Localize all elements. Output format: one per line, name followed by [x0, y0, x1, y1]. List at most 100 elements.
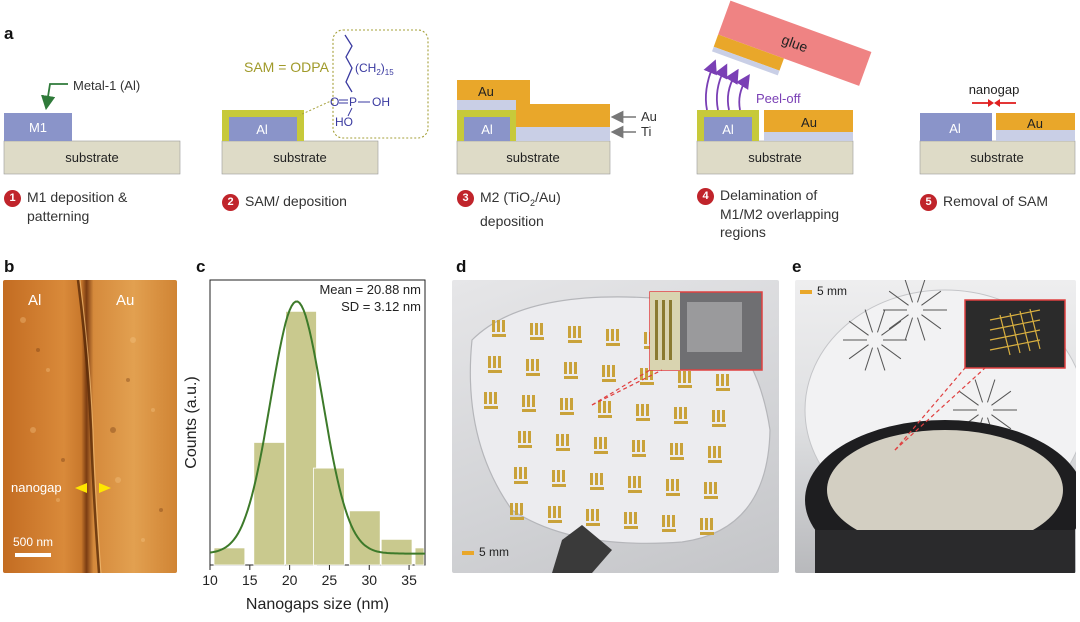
device-pad: [586, 523, 600, 526]
device-electrode: [670, 443, 673, 455]
sam-equation: SAM = ODPA: [244, 59, 330, 75]
scalebar-label-e: 5 mm: [817, 284, 847, 298]
device-electrode: [586, 509, 589, 521]
wafer-trace: [921, 314, 942, 330]
device-electrode: [548, 506, 551, 518]
device-electrode: [650, 368, 653, 380]
device-electrode: [492, 320, 495, 332]
device-electrode: [552, 470, 555, 482]
svg-text:Al: Al: [481, 122, 493, 137]
device-pad: [484, 406, 498, 409]
device-pad: [636, 418, 650, 421]
device-electrode: [558, 506, 561, 518]
panel-a-schematic: M1 substrate Metal-1 (Al) Al substrate S…: [3, 0, 1076, 175]
device-pad: [670, 457, 684, 460]
device-electrode: [599, 437, 602, 449]
device-electrode: [645, 368, 648, 380]
device-electrode: [553, 506, 556, 518]
device-pad: [522, 409, 536, 412]
svg-text:HO: HO: [335, 115, 353, 129]
x-tick-label: 20: [282, 572, 298, 588]
svg-text:substrate: substrate: [506, 150, 559, 165]
device-electrode: [526, 359, 529, 371]
device-electrode: [562, 470, 565, 482]
device-electrode: [514, 467, 517, 479]
x-tick-label: 10: [202, 572, 218, 588]
device-electrode: [726, 374, 729, 386]
device-electrode: [524, 467, 527, 479]
substrate-label-2: substrate: [273, 150, 326, 165]
device-electrode: [634, 512, 637, 524]
device-electrode: [528, 431, 531, 443]
x-tick-label: 30: [361, 572, 377, 588]
device-electrode: [683, 371, 686, 383]
device-electrode: [502, 320, 505, 332]
device-electrode: [598, 401, 601, 413]
device-electrode: [488, 356, 491, 368]
sd-annotation: SD = 3.12 nm: [341, 299, 421, 314]
panel-label-c: c: [196, 257, 206, 276]
device-electrode: [710, 518, 713, 530]
device-electrode: [522, 395, 525, 407]
device-electrode: [518, 431, 521, 443]
al-label-2: Al: [256, 122, 268, 137]
device-pad: [716, 388, 730, 391]
device-pad: [590, 487, 604, 490]
svg-text:Au: Au: [641, 109, 657, 124]
device-electrode: [489, 392, 492, 404]
histogram-bar: [285, 310, 317, 566]
device-electrode: [709, 482, 712, 494]
svg-text:Al: Al: [722, 122, 734, 137]
wafer-trace: [888, 314, 909, 330]
device-electrode: [721, 374, 724, 386]
device-electrode: [629, 512, 632, 524]
device-pad: [526, 373, 540, 376]
device-electrode: [531, 359, 534, 371]
metal1-label: Metal-1 (Al): [73, 78, 140, 93]
substrate-label-1: substrate: [65, 150, 118, 165]
device-electrode: [568, 326, 571, 338]
device-pad: [598, 415, 612, 418]
step1-diagram: M1 substrate Metal-1 (Al): [3, 78, 181, 175]
device-electrode: [717, 410, 720, 422]
wafer-trace: [986, 379, 996, 403]
device-electrode: [519, 467, 522, 479]
device-pad: [594, 451, 608, 454]
device-electrode: [704, 482, 707, 494]
device-electrode: [556, 434, 559, 446]
device-electrode: [712, 410, 715, 422]
panel-label-e: e: [792, 257, 802, 276]
device-electrode: [497, 320, 500, 332]
device-pad: [488, 370, 502, 373]
x-tick-label: 35: [401, 572, 417, 588]
wafer-trace: [848, 344, 869, 360]
device-electrode: [671, 479, 674, 491]
device-electrode: [722, 410, 725, 422]
x-tick-label: 25: [322, 572, 338, 588]
wafer-trace: [881, 320, 902, 336]
device-pad: [678, 385, 692, 388]
wafer-trace: [974, 379, 984, 403]
peel-off-label: Peel-off: [756, 91, 801, 106]
device-electrode: [573, 326, 576, 338]
wafer-trace: [848, 320, 869, 336]
wafer-trace: [916, 280, 926, 303]
device-pad: [510, 517, 524, 520]
svg-text:Au: Au: [478, 84, 494, 99]
device-electrode: [713, 446, 716, 458]
wafer-photo-e: 5 mm: [795, 280, 1076, 573]
device-electrode: [498, 356, 501, 368]
device-electrode: [564, 362, 567, 374]
device-electrode: [607, 365, 610, 377]
device-pad: [564, 376, 578, 379]
device-electrode: [640, 368, 643, 380]
wafer-trace: [991, 390, 1012, 406]
device-electrode: [716, 374, 719, 386]
x-tick-label: 15: [242, 572, 258, 588]
device-electrode: [674, 407, 677, 419]
device-electrode: [637, 440, 640, 452]
